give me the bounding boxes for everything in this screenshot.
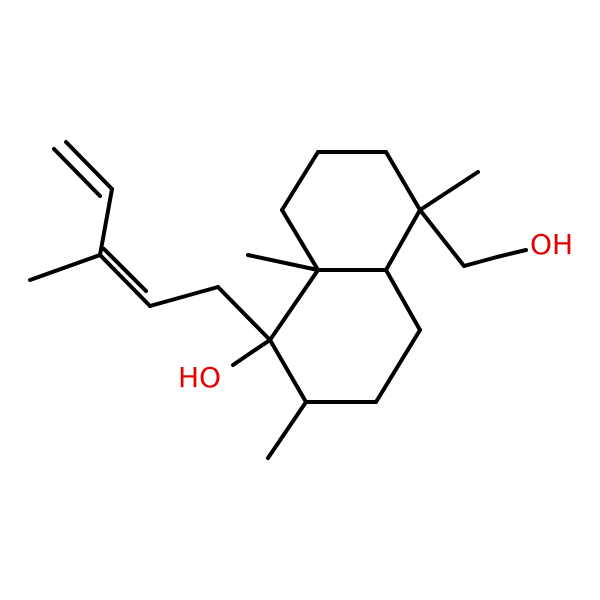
bond-vinyl-double-inner — [52, 147, 102, 198]
bond-ring-top-4 — [280, 208, 320, 272]
bond-ch2-right — [418, 208, 466, 268]
bond-chain-2 — [148, 285, 220, 308]
bond-ch2-oh-red — [495, 248, 528, 259]
bond-c-oh-red — [231, 350, 254, 367]
bond-vinyl-double-outer — [64, 140, 114, 191]
bond-chain-double-outer — [98, 253, 152, 308]
bond-ring-bottom-5 — [268, 268, 320, 342]
hydroxyl-label-left: HO — [178, 361, 221, 394]
bond-c-oh-black — [250, 338, 272, 354]
bond-chain-double-inner — [102, 247, 148, 293]
bond-chain-3 — [98, 187, 114, 257]
bond-ring-bottom-2 — [374, 328, 422, 404]
bond-ring-bottom-1 — [384, 268, 422, 332]
bond-methyl-junction — [246, 253, 320, 272]
bond-chain-methyl — [28, 253, 102, 282]
bond-ring-top-2 — [384, 150, 422, 212]
bond-methyl-top-right — [418, 170, 480, 212]
bond-ring-top-3 — [384, 208, 422, 272]
bond-chain-1 — [216, 285, 272, 342]
bond-ring-top-5 — [280, 150, 320, 212]
hydroxyl-label-right: OH — [530, 228, 573, 261]
bond-methyl-bottom — [266, 400, 308, 460]
bond-ring-bottom-4 — [268, 338, 308, 404]
bond-ch2-oh-black — [462, 255, 499, 268]
